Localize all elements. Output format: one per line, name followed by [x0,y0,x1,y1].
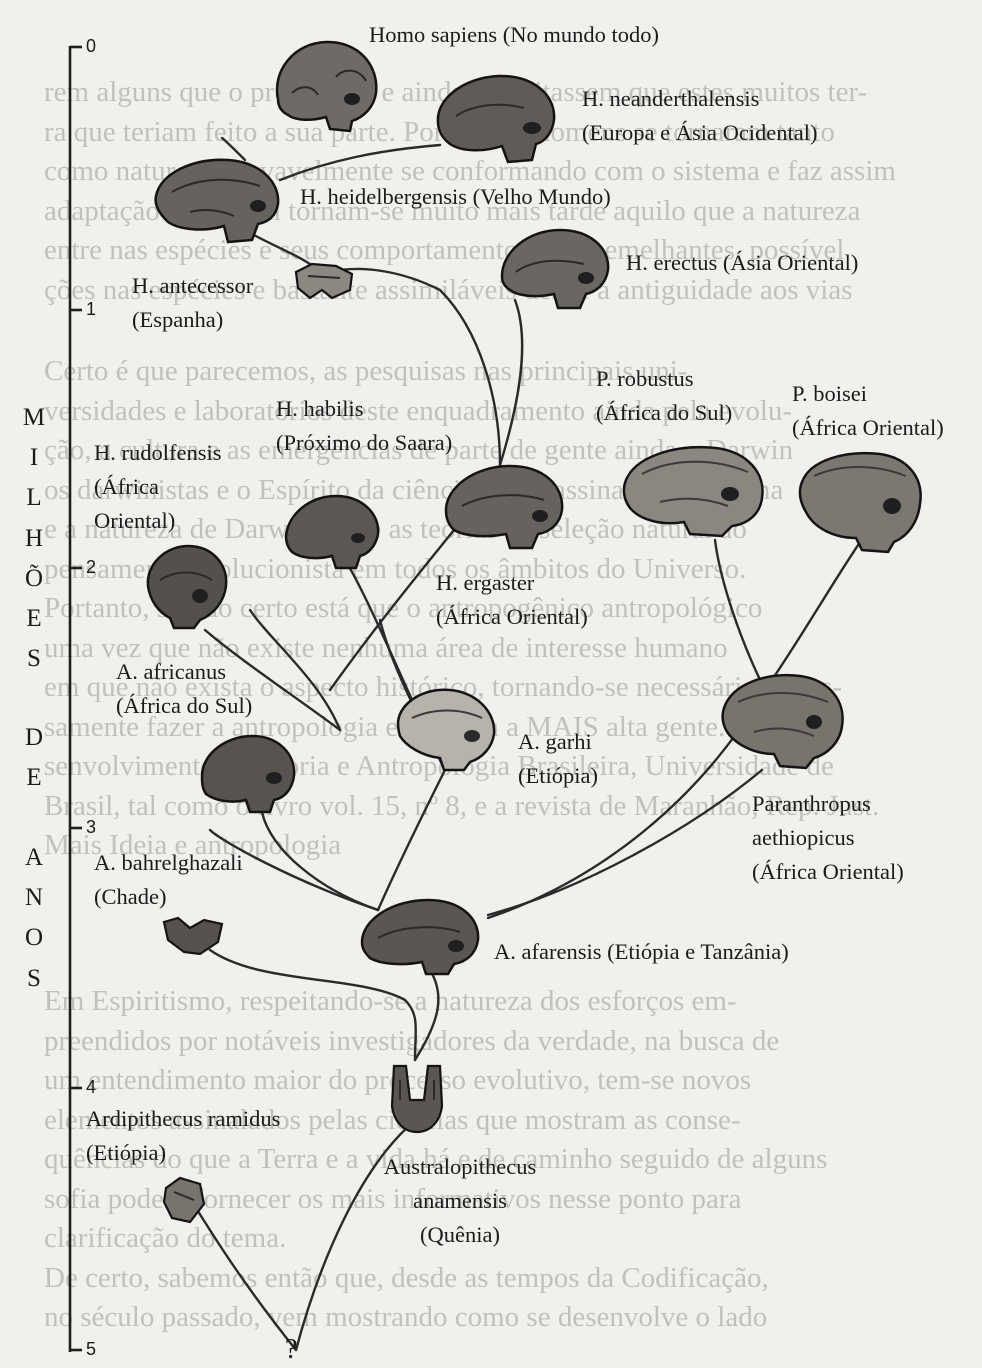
axis-letter: E [22,599,46,639]
axis-title-de: D E [22,718,46,798]
afarensis-skull-icon [356,892,486,978]
tick-label: 2 [86,557,96,578]
axis-title-anos: A N O S [22,838,46,999]
africanus-skull-icon [196,730,302,816]
garhi-skull-icon [392,682,502,774]
label-line: (África Oriental) [436,600,588,634]
neanderthalensis-skull-icon [432,70,560,166]
label-heidelbergensis: H. heidelbergensis (Velho Mundo) [300,180,611,214]
label-line: Paranthropus [752,787,904,821]
axis-letter: Õ [22,559,46,599]
unknown-origin-mark: ? [285,1334,297,1366]
heidelbergensis-skull-icon [150,152,286,248]
label-erectus: H. erectus (Ásia Oriental) [626,246,858,280]
tick-label: 4 [86,1077,96,1098]
axis-letter: I [22,438,46,478]
tick-label: 5 [86,1339,96,1360]
label-line: A. bahrelghazali [94,846,243,880]
homo-sapiens-skull-icon [266,37,384,135]
label-line: (Europa e Ásia Ocidental) [582,116,818,150]
label-habilis: H. habilis (Próximo do Saara) [276,392,452,460]
label-line: (África [94,470,222,504]
label-line: anamensis [370,1184,550,1218]
aethiopicus-skull-icon [718,668,848,772]
label-line: (Chade) [94,880,243,914]
axis-letter: M [22,398,46,438]
bahrelghazali-jaw-icon [160,912,228,958]
label-robustus: P. robustus (África do Sul) [596,362,732,430]
label-line: Ardipithecus ramidus [86,1102,280,1136]
label-neanderthalensis: H. neanderthalensis (Europa e Ásia Ocide… [582,82,818,150]
axis-letter: D [22,718,46,758]
boisei-skull-icon [796,446,926,556]
label-line: (África do Sul) [596,396,732,430]
label-line: H. antecessor [132,269,253,303]
label-aethiopicus: Paranthropus aethiopicus (África Orienta… [752,787,904,889]
antecessor-jaw-icon [292,258,356,304]
axis-letter: E [22,758,46,798]
ramidus-fragment-icon [160,1174,208,1226]
label-line: H. rudolfensis [94,436,222,470]
label-line: H. ergaster [436,566,588,600]
label-line: A. garhi [518,725,598,759]
axis-title-milhoes: M I L H Õ E S [22,398,46,679]
axis-letter: O [22,918,46,958]
label-homo-sapiens: Homo sapiens (No mundo todo) [369,18,659,52]
label-africanus: A. africanus (África do Sul) [116,655,252,723]
erectus-skull-icon [496,222,614,312]
label-line: (Etiópia) [518,759,598,793]
ergaster-skull-icon [440,460,568,552]
label-line: (Etiópia) [86,1136,280,1170]
label-line: P. boisei [792,377,944,411]
tick-label: 3 [86,817,96,838]
axis-letter: N [22,878,46,918]
axis-letter: H [22,519,46,559]
label-line: H. habilis [276,392,452,426]
habilis-skull-icon [280,488,384,572]
axis-letter: S [22,639,46,679]
label-line: (Espanha) [132,303,253,337]
axis-letter: S [22,959,46,999]
axis-letter: A [22,838,46,878]
anamensis-jaw-icon [384,1060,450,1136]
label-line: (África Oriental) [792,411,944,445]
label-garhi: A. garhi (Etiópia) [518,725,598,793]
label-antecessor: H. antecessor (Espanha) [132,269,253,337]
label-anamensis: Australopithecus anamensis (Quênia) [370,1150,550,1252]
label-line: A. africanus [116,655,252,689]
label-line: Australopithecus [370,1150,550,1184]
label-line: (Próximo do Saara) [276,426,452,460]
label-line: H. neanderthalensis [582,82,818,116]
rudolfensis-skull-icon [140,540,232,632]
label-line: (África Oriental) [752,855,904,889]
tick-label: 0 [86,36,96,57]
label-line: aethiopicus [752,821,904,855]
label-boisei: P. boisei (África Oriental) [792,377,944,445]
robustus-skull-icon [620,440,770,540]
label-line: P. robustus [596,362,732,396]
label-rudolfensis: H. rudolfensis (África Oriental) [94,436,222,538]
label-ergaster: H. ergaster (África Oriental) [436,566,588,634]
label-line: (Quênia) [370,1218,550,1252]
tick-label: 1 [86,299,96,320]
label-bahrelghazali: A. bahrelghazali (Chade) [94,846,243,914]
label-afarensis: A. afarensis (Etiópia e Tanzânia) [494,935,789,969]
label-line: Oriental) [94,504,222,538]
axis-letter: L [22,478,46,518]
label-line: (África do Sul) [116,689,252,723]
label-ramidus: Ardipithecus ramidus (Etiópia) [86,1102,280,1170]
